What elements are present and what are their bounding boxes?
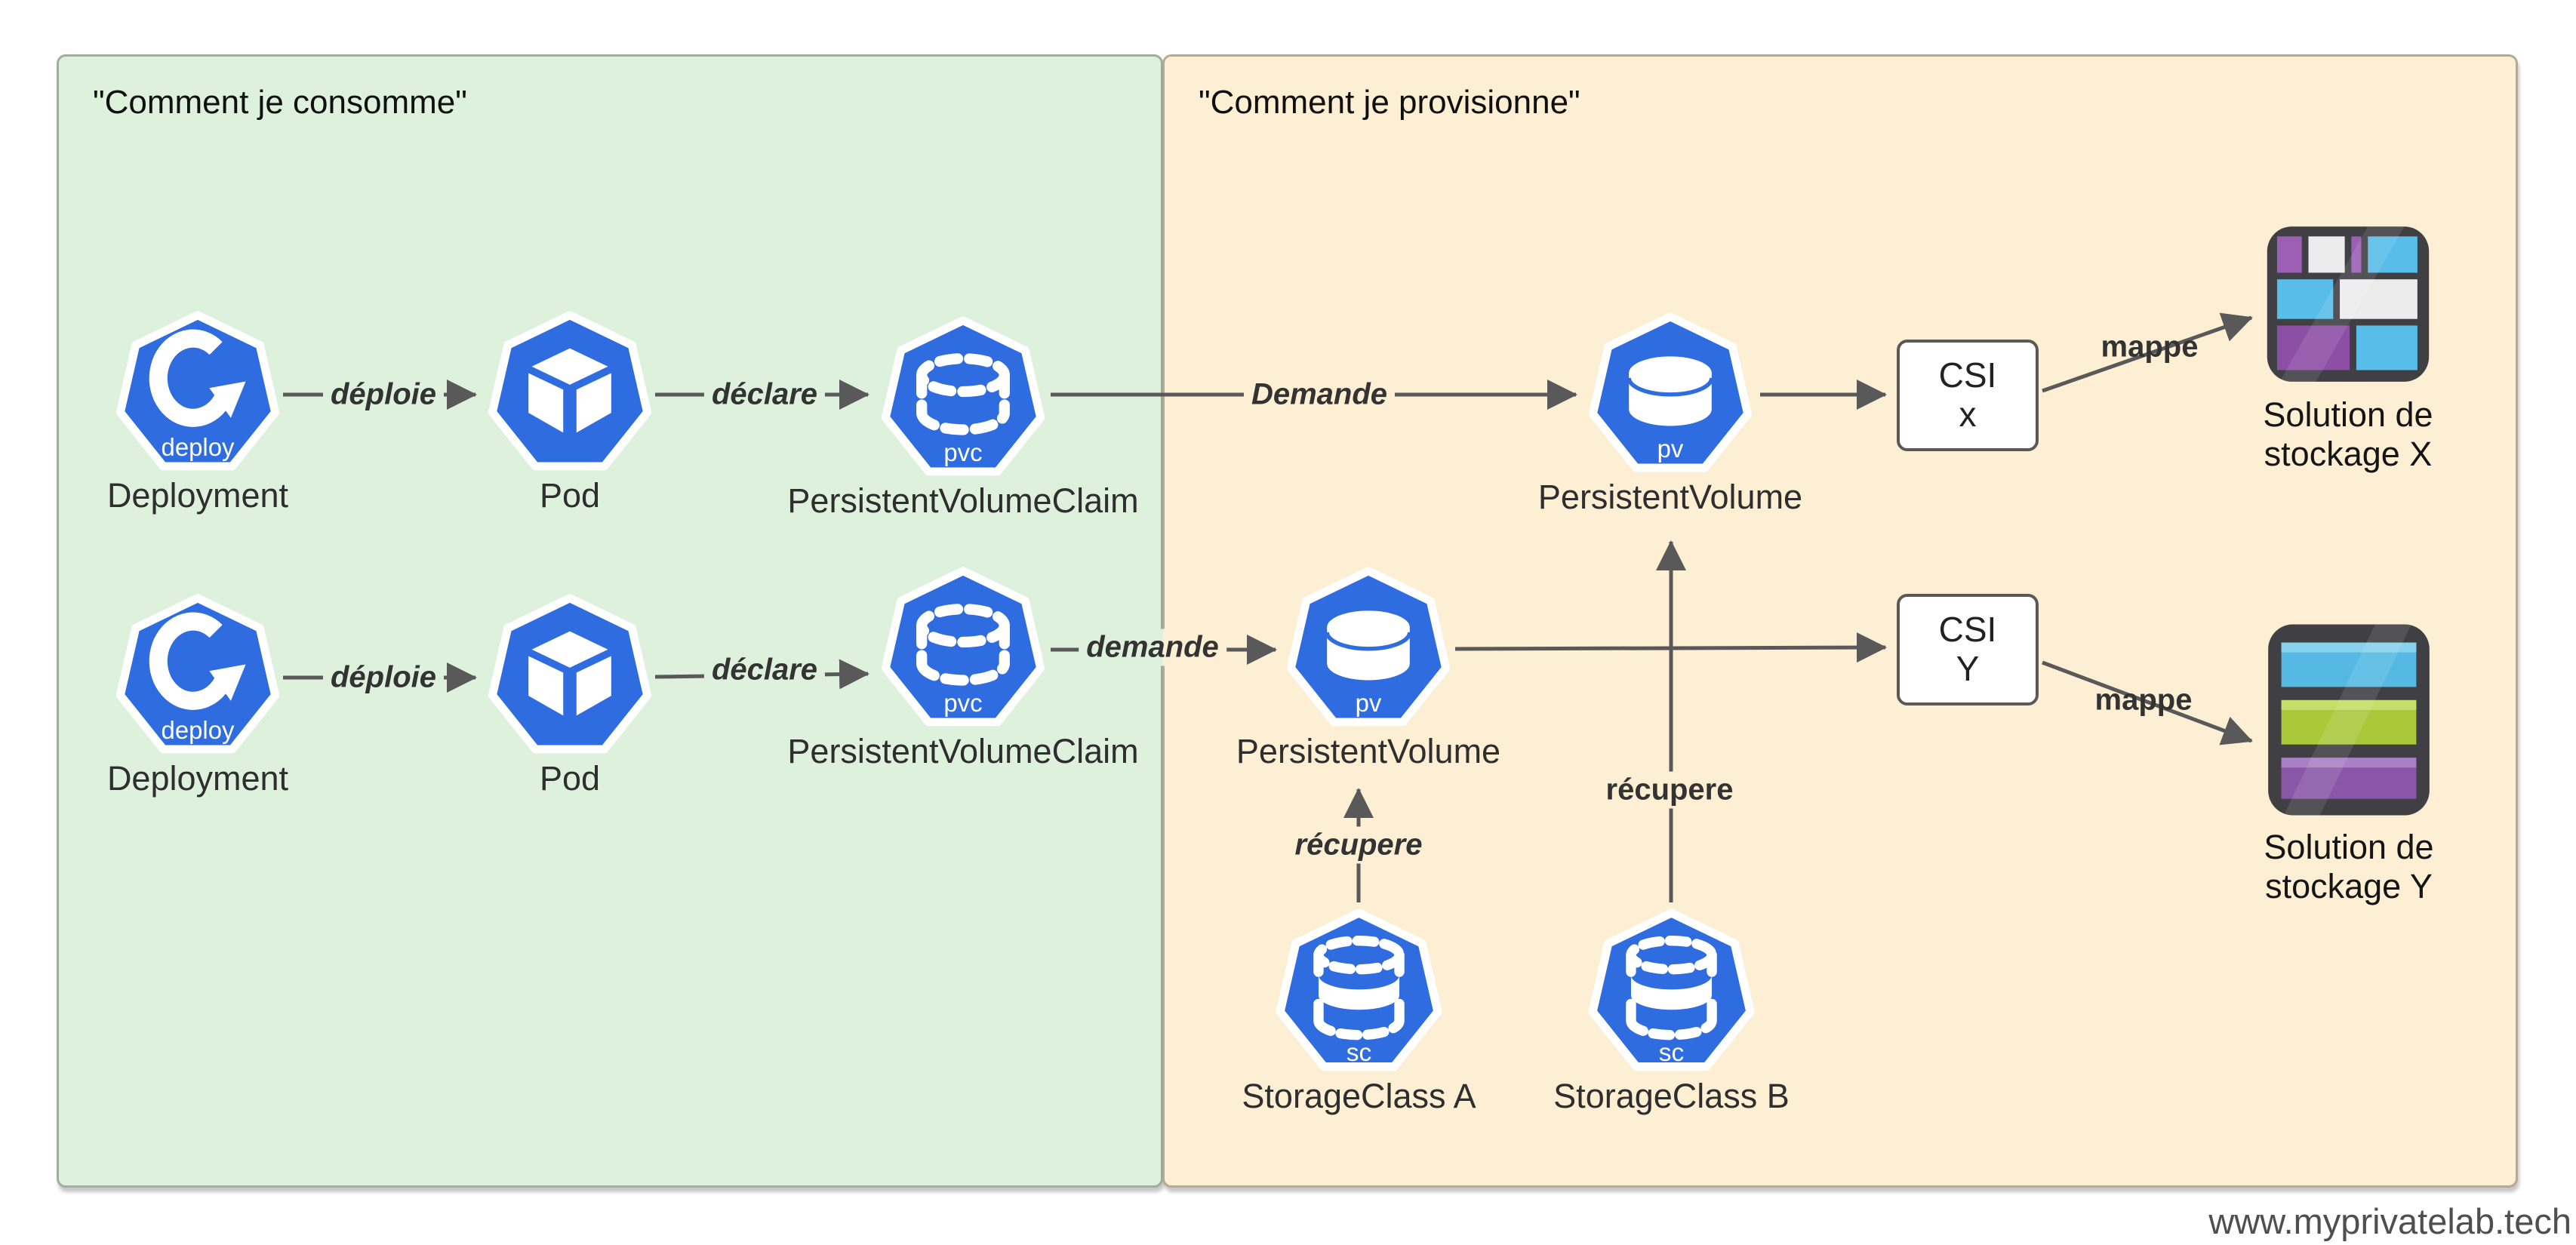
node-pv-row1: pv PersistentVolume — [1538, 310, 1802, 516]
region-title-consomme: "Comment je consomme" — [93, 84, 467, 121]
kubernetes-deployment-icon: deploy — [115, 594, 280, 754]
icon-badge-pv: pv — [1657, 435, 1684, 463]
node-deployment-row2: deploy Deployment — [107, 592, 288, 798]
edge-label-declare-row2: déclare — [703, 651, 826, 689]
csi-x-line1: CSI — [1938, 355, 1997, 395]
edge-label-declare-row1: déclare — [703, 376, 826, 413]
node-label: StorageClass A — [1242, 1077, 1476, 1115]
node-label: Solution de stockage Y — [2264, 828, 2433, 906]
node-pvc-row2: pvc PersistentVolumeClaim — [787, 564, 1139, 770]
watermark-text: www.myprivatelab.tech — [2208, 1201, 2571, 1241]
kubernetes-pod-icon — [488, 311, 652, 471]
solution-y-label-line2: stockage Y — [2265, 867, 2433, 906]
node-label: Solution de stockage X — [2263, 395, 2433, 474]
icon-badge-deploy: deploy — [162, 716, 235, 744]
node-label: PersistentVolume — [1537, 478, 1803, 516]
node-pvc-row1: pvc PersistentVolumeClaim — [787, 314, 1139, 520]
kubernetes-storageclass-icon: sc — [1276, 908, 1442, 1071]
node-pod-row2: Pod — [487, 592, 653, 798]
node-solution-x: Solution de stockage X — [2263, 225, 2433, 473]
node-label: Deployment — [106, 476, 289, 515]
csi-y-box: CSI Y — [1897, 594, 2039, 706]
icon-badge-pv: pv — [1356, 689, 1382, 717]
kubernetes-pv-icon: pv — [1588, 312, 1753, 472]
icon-badge-pvc: pvc — [943, 689, 982, 717]
edge-label-mappe-row1: mappe — [2101, 330, 2199, 364]
solution-x-label-line2: stockage X — [2264, 435, 2433, 474]
csi-y-line2: Y — [1956, 649, 1980, 688]
edge-label-mappe-row2: mappe — [2094, 683, 2193, 717]
node-label: Pod — [539, 476, 601, 515]
kubernetes-pvc-icon: pvc — [881, 567, 1045, 727]
icon-badge-sc: sc — [1659, 1039, 1684, 1067]
node-label: PersistentVolume — [1236, 732, 1501, 770]
icon-badge-pvc: pvc — [943, 438, 982, 466]
node-deployment-row1: deploy Deployment — [107, 309, 288, 515]
edge-label-recupere-b: récupere — [1598, 771, 1741, 809]
icon-badge-sc: sc — [1346, 1039, 1371, 1067]
kubernetes-pvc-icon: pvc — [881, 316, 1045, 476]
kubernetes-pv-icon: pv — [1286, 567, 1451, 727]
node-pv-row2: pv PersistentVolume — [1236, 564, 1500, 770]
node-label: PersistentVolumeClaim — [787, 481, 1139, 520]
edge-label-deploie-row2: déploie — [322, 659, 445, 696]
icon-badge-deploy: deploy — [162, 433, 235, 461]
node-solution-y: Solution de stockage Y — [2264, 622, 2434, 905]
kubernetes-storageclass-icon: sc — [1588, 908, 1755, 1071]
solution-y-label-line1: Solution de — [2264, 828, 2434, 866]
edge-label-deploie-row1: déploie — [322, 376, 445, 413]
node-pod-row1: Pod — [487, 309, 653, 515]
node-storageclass-a: sc StorageClass A — [1242, 906, 1476, 1115]
node-label: Pod — [539, 759, 601, 798]
node-label: PersistentVolumeClaim — [787, 732, 1139, 770]
edge-label-demande-row2: demande — [1079, 629, 1226, 666]
csi-y-line1: CSI — [1938, 610, 1997, 650]
region-title-provisionne: "Comment je provisionne" — [1199, 84, 1580, 121]
edge-label-demande-row1: Demande — [1243, 376, 1396, 413]
edge-label-recupere-a: récupere — [1287, 826, 1430, 864]
solution-x-label-line1: Solution de — [2263, 395, 2433, 434]
node-label: Deployment — [106, 759, 289, 798]
kubernetes-deployment-icon: deploy — [115, 311, 280, 471]
kubernetes-pod-icon — [488, 594, 652, 754]
node-storageclass-b: sc StorageClass B — [1553, 906, 1790, 1115]
csi-x-line2: x — [1959, 395, 1977, 434]
node-label: StorageClass B — [1553, 1077, 1790, 1115]
storage-solution-y-icon — [2268, 624, 2430, 817]
csi-x-box: CSI x — [1897, 340, 2039, 451]
storage-solution-x-icon — [2267, 226, 2430, 383]
